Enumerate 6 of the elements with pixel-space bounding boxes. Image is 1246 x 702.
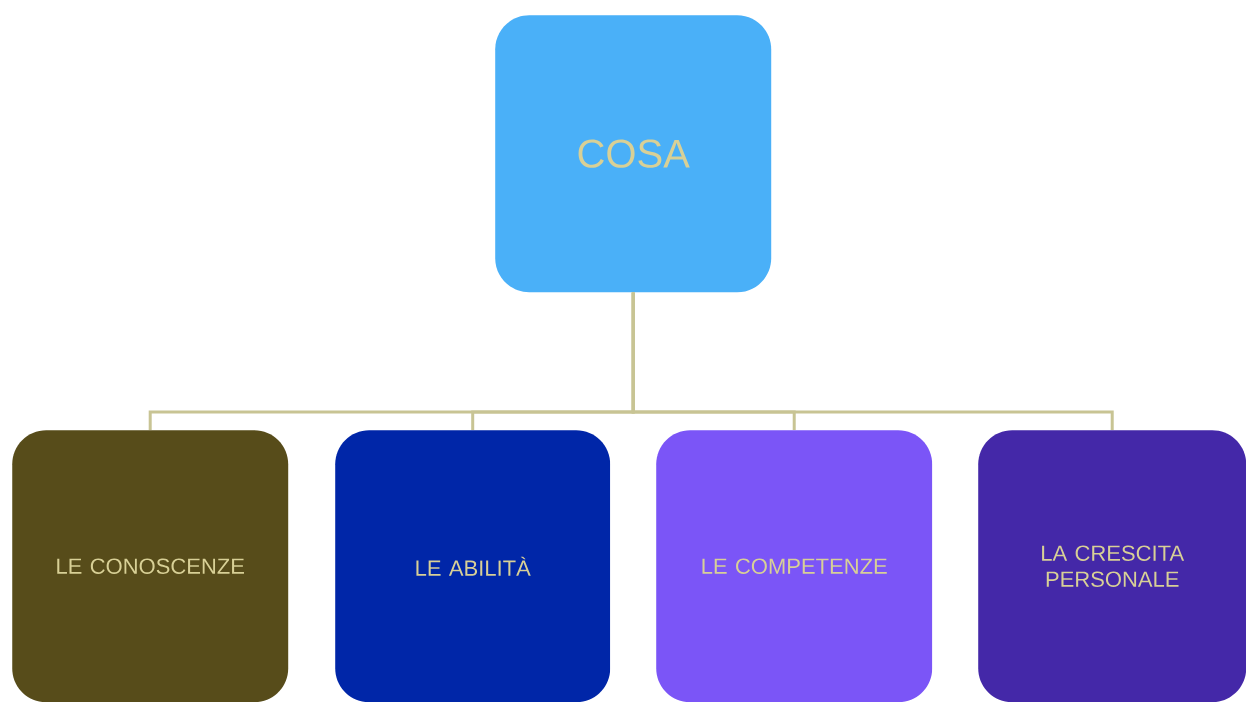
category-box: LA CRESCITA PERSONALE xyxy=(978,430,1246,702)
root-box: COSA xyxy=(495,15,772,293)
category-box: LE CONOSCENZE xyxy=(12,430,289,702)
connector-line xyxy=(631,292,1114,430)
category-box: LE COMPETENZE xyxy=(656,430,933,702)
category-box: LE ABILITÀ xyxy=(335,430,611,702)
